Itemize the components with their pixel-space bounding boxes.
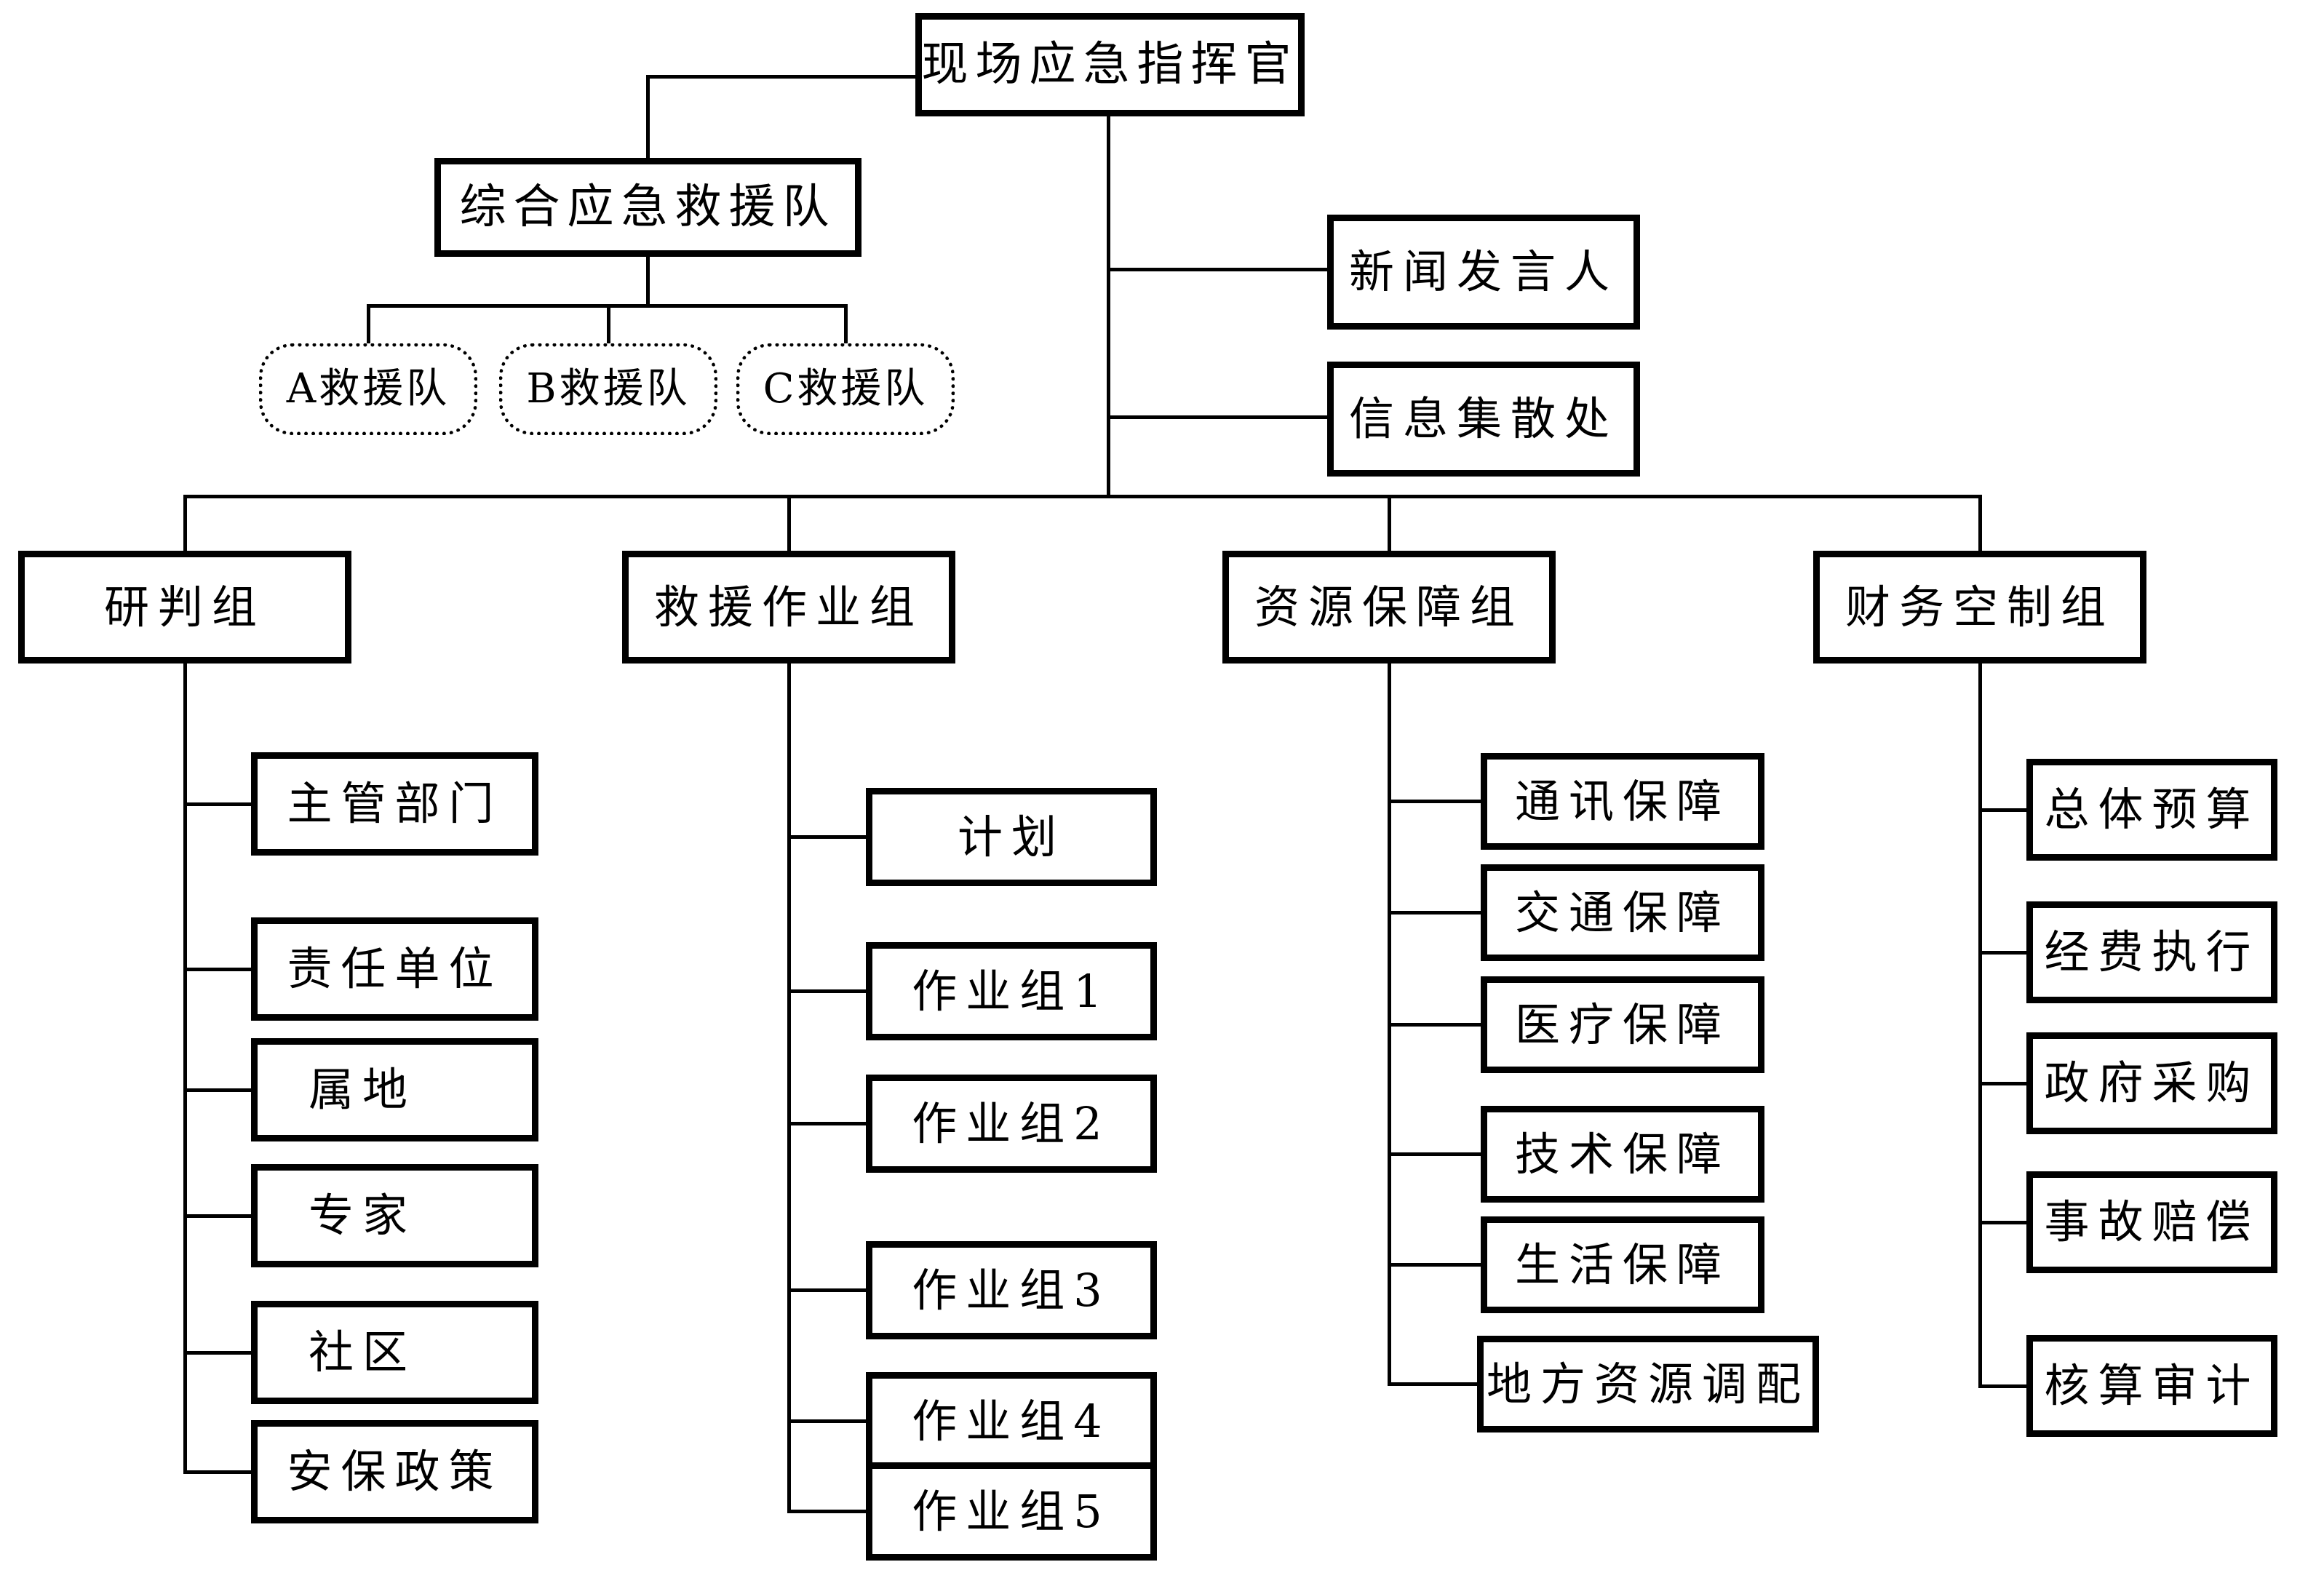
accounting-audit-box: 核算审计 <box>2026 1335 2277 1437</box>
info-hub-connector <box>1108 415 1327 419</box>
analysis-group-box: 研判组 <box>18 551 351 664</box>
col2-child-stub-1 <box>787 835 866 839</box>
expenditure-execution-box: 经费执行 <box>2026 901 2277 1003</box>
rescue-team-stem <box>646 257 650 306</box>
col4-child-stub-4 <box>1978 1221 2026 1224</box>
plan-box: 计划 <box>866 788 1157 886</box>
work-team-3-box: 作业组3 <box>866 1241 1157 1339</box>
col4-child-stub-5 <box>1978 1384 2026 1388</box>
commander-rescue-elbow-v <box>646 75 650 158</box>
col3-child-stub-4 <box>1388 1152 1481 1156</box>
livelihood-support-box: 生活保障 <box>1481 1216 1764 1313</box>
subteam-stub-c <box>844 304 848 343</box>
community-box: 社区 <box>251 1301 538 1404</box>
commander-rescue-elbow-h <box>646 75 915 79</box>
finance-control-group-box: 财务空制组 <box>1813 551 2146 664</box>
col2-child-stub-4 <box>787 1288 866 1292</box>
experts-box: 专家 <box>251 1164 538 1267</box>
government-procurement-box: 政府采购 <box>2026 1032 2277 1134</box>
col3-child-stub-1 <box>1388 800 1481 803</box>
col1-child-stub-5 <box>183 1351 251 1355</box>
comprehensive-rescue-team-box: 综合应急救援队 <box>434 158 861 257</box>
subteam-stub-a <box>367 304 370 343</box>
group-stub-4 <box>1978 495 1982 551</box>
accident-compensation-box: 事故赔偿 <box>2026 1171 2277 1273</box>
col3-child-stub-3 <box>1388 1023 1481 1027</box>
work-team-4-box: 作业组4 <box>866 1372 1157 1470</box>
col1-child-stub-2 <box>183 968 251 971</box>
col1-child-stub-3 <box>183 1088 251 1092</box>
territory-box: 属地 <box>251 1038 538 1141</box>
communications-support-box: 通讯保障 <box>1481 753 1764 850</box>
medical-support-box: 医疗保障 <box>1481 976 1764 1073</box>
groups-distribution-line <box>183 495 1981 498</box>
rescue-team-b-box: B救援队 <box>499 343 717 435</box>
subteam-stub-b <box>607 304 610 343</box>
information-hub-box: 信息集散处 <box>1327 362 1640 477</box>
work-team-5-box: 作业组5 <box>866 1462 1157 1561</box>
security-policy-box: 安保政策 <box>251 1420 538 1523</box>
news-spokesperson-box: 新闻发言人 <box>1327 215 1640 330</box>
col2-child-stub-3 <box>787 1122 866 1125</box>
col4-child-stub-2 <box>1978 951 2026 955</box>
local-resource-allocation-box: 地方资源调配 <box>1477 1336 1819 1432</box>
work-team-2-box: 作业组2 <box>866 1075 1157 1173</box>
col4-child-stub-1 <box>1978 808 2026 812</box>
responsible-unit-box: 责任单位 <box>251 917 538 1021</box>
trunk-line <box>1107 116 1110 498</box>
col4-child-stub-3 <box>1978 1082 2026 1085</box>
group-stub-3 <box>1388 495 1391 551</box>
col1-vertical <box>183 664 187 1474</box>
col2-vertical <box>787 664 791 1513</box>
col1-child-stub-4 <box>183 1214 251 1218</box>
group-stub-1 <box>183 495 187 551</box>
col3-child-stub-5 <box>1388 1263 1481 1267</box>
col4-vertical <box>1978 664 1982 1388</box>
col2-child-stub-5 <box>787 1419 866 1423</box>
technical-support-box: 技术保障 <box>1481 1106 1764 1203</box>
transport-support-box: 交通保障 <box>1481 864 1764 961</box>
overall-budget-box: 总体预算 <box>2026 759 2277 861</box>
resource-support-group-box: 资源保障组 <box>1222 551 1556 664</box>
col3-child-stub-6 <box>1388 1382 1477 1386</box>
work-team-1-box: 作业组1 <box>866 942 1157 1040</box>
incident-commander-box: 现场应急指挥官 <box>915 13 1305 116</box>
col3-child-stub-2 <box>1388 911 1481 914</box>
col2-child-stub-6 <box>787 1510 866 1513</box>
spokesperson-connector <box>1108 268 1327 271</box>
rescue-team-c-box: C救援队 <box>736 343 955 435</box>
competent-authority-box: 主管部门 <box>251 752 538 856</box>
rescue-team-a-box: A救援队 <box>259 343 477 435</box>
col1-child-stub-1 <box>183 802 251 806</box>
group-stub-2 <box>787 495 791 551</box>
col1-child-stub-6 <box>183 1470 251 1474</box>
rescue-operations-group-box: 救援作业组 <box>622 551 955 664</box>
col2-child-stub-2 <box>787 989 866 993</box>
